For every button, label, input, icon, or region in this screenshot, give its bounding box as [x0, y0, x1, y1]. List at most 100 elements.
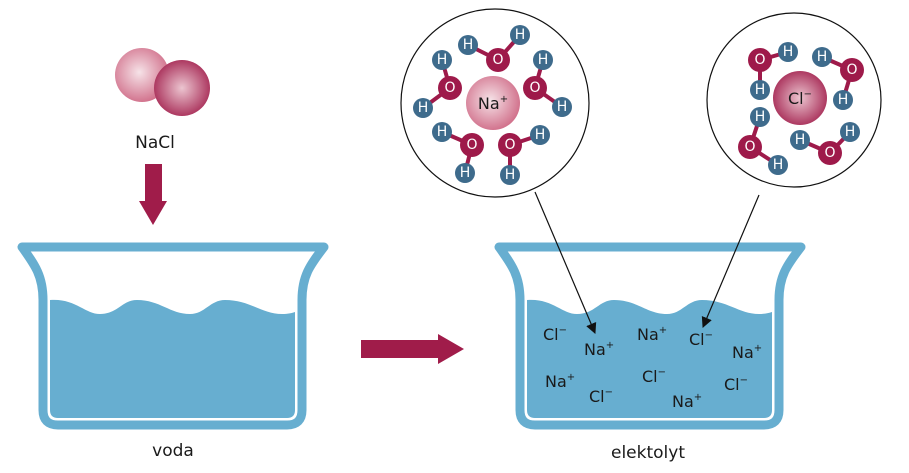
chloride-ion [773, 71, 827, 125]
atom-sphere [530, 125, 550, 145]
atom-sphere [455, 163, 475, 183]
water-molecule: H HO [413, 50, 462, 118]
hydrogen-atom: H [768, 155, 788, 175]
atom-sphere [818, 141, 842, 165]
atom-symbol: H [437, 124, 448, 140]
atom-sphere [552, 97, 572, 117]
oxygen-atom: O [738, 135, 762, 159]
atom-sphere [510, 25, 530, 45]
ion-charge: + [606, 340, 614, 351]
ion-symbol: Na [478, 94, 500, 113]
atom-symbol: H [460, 165, 471, 181]
sodium-ion-label: Na+ [545, 372, 575, 391]
atom-sphere [750, 80, 770, 100]
chloride-pointer-arrow [701, 194, 760, 328]
water-molecule: HHO [432, 122, 484, 183]
chlorine-sphere [154, 60, 210, 116]
ion-symbol: Na [732, 343, 754, 362]
hydrogen-atom: H [833, 90, 853, 110]
atom-symbol: O [754, 52, 765, 68]
oxygen-atom: O [438, 76, 462, 100]
ion-charge: + [754, 343, 762, 354]
atom-symbol: O [466, 137, 477, 153]
ion-charge: − [605, 387, 613, 398]
atom-sphere [438, 76, 462, 100]
atom-sphere [500, 165, 520, 185]
atom-sphere [413, 98, 433, 118]
hydrogen-atom: H [530, 125, 550, 145]
hydrogen-atom: H [750, 80, 770, 100]
atom-sphere [533, 50, 553, 70]
hydrogen-atom: H [552, 97, 572, 117]
atom-symbol: O [444, 80, 455, 96]
sodium-ion-label: Na+ [672, 392, 702, 411]
atom-sphere [432, 122, 452, 142]
hydrogen-atom: H [790, 130, 810, 150]
atom-symbol: H [418, 100, 429, 116]
water-molecule: HHO [748, 42, 798, 100]
atom-symbol: O [492, 52, 503, 68]
atom-sphere [750, 107, 770, 127]
ion-symbol: Na [584, 340, 606, 359]
ion-charge: − [804, 89, 812, 100]
atom-sphere [458, 35, 478, 55]
atom-sphere [523, 76, 547, 100]
ion-charge: + [500, 94, 508, 105]
hydrogen-atom: H [432, 122, 452, 142]
atom-symbol: H [755, 82, 766, 98]
ion-symbol: Cl [788, 89, 804, 108]
oxygen-atom: O [486, 48, 510, 72]
atom-symbol: H [773, 157, 784, 173]
beaker-outline [494, 242, 806, 430]
atom-sphere [486, 48, 510, 72]
ion-charge: + [694, 392, 702, 403]
oxygen-atom: O [460, 133, 484, 157]
atom-sphere [432, 50, 452, 70]
sodium-ion-label: Na+ [637, 325, 667, 344]
atom-sphere [460, 133, 484, 157]
hydrogen-atom: H [812, 47, 832, 67]
chloride-ion-label: Cl− [689, 330, 713, 349]
atom-symbol: H [557, 99, 568, 115]
chloride-ion-label: Cl− [788, 89, 812, 108]
atom-sphere [840, 122, 860, 142]
atom-symbol: H [783, 44, 794, 60]
oxygen-atom: O [498, 133, 522, 157]
ion-symbol: Cl [689, 330, 705, 349]
sodium-ion-label: Na+ [732, 343, 762, 362]
sodium-pointer-arrow [534, 191, 597, 334]
atom-symbol: H [795, 132, 806, 148]
water-molecule: H HO [812, 47, 864, 110]
water-fill [50, 299, 295, 418]
sodium-ion [466, 76, 520, 130]
ion-charge: + [567, 372, 575, 383]
ion-charge: − [740, 375, 748, 386]
atom-symbol: O [744, 139, 755, 155]
hydrogen-atom: H [533, 50, 553, 70]
atom-sphere [778, 42, 798, 62]
atom-symbol: H [463, 37, 474, 53]
atom-symbol: H [538, 52, 549, 68]
nacl-label: NaCl [135, 133, 175, 153]
water-molecule: HHO [738, 107, 788, 175]
water-label: voda [152, 441, 194, 461]
hydrogen-atom: H [458, 35, 478, 55]
atom-symbol: H [505, 167, 516, 183]
water-molecule: HHO [458, 25, 530, 72]
atom-symbol: H [437, 52, 448, 68]
atom-symbol: O [846, 62, 857, 78]
atom-symbol: O [529, 80, 540, 96]
ion-charge: + [659, 325, 667, 336]
atom-symbol: H [845, 124, 856, 140]
oxygen-atom: O [748, 48, 772, 72]
atom-symbol: H [535, 127, 546, 143]
atom-sphere [498, 133, 522, 157]
ion-symbol: Cl [543, 325, 559, 344]
electrolyte-label: elektolyt [611, 443, 685, 463]
ion-symbol: Na [672, 392, 694, 411]
chloride-ion-label: Cl− [642, 367, 666, 386]
down-arrow [139, 164, 167, 225]
